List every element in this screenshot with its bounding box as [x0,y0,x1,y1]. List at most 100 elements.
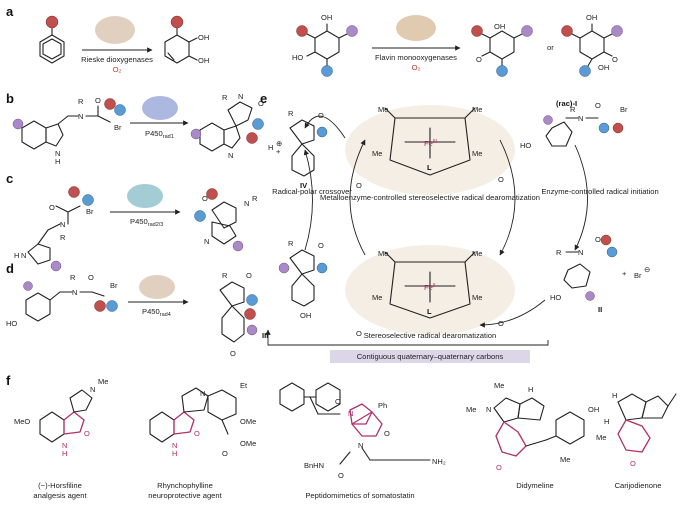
svg-text:HO: HO [292,53,303,62]
enzyme-c-label: P450rad2/3 [130,217,163,228]
radical-polar-label: Radical-polar crossover [272,187,352,196]
svg-text:Me: Me [466,405,476,414]
cycle-arrow-left [349,139,366,256]
svg-text:N: N [204,237,209,246]
panel-letter-e: e [260,91,267,106]
svg-text:II: II [598,305,602,314]
svg-text:Me: Me [472,249,482,258]
svg-text:N: N [78,112,83,121]
svg-text:Br: Br [110,281,118,290]
svg-text:R: R [288,109,294,118]
svg-text:R: R [252,194,258,203]
panel-c: c H N N R O Br P450rad2/3 N R O [6,171,258,272]
peptidomimetic-structure: O N Ph O N NH₂ BnHN O [279,382,446,480]
svg-text:HO: HO [550,293,561,302]
svg-text:O: O [612,55,618,64]
svg-text:OH: OH [494,22,505,31]
svg-text:H: H [268,143,273,152]
svg-text:O: O [318,111,324,120]
rieske-enzyme-image [95,16,135,44]
svg-text:+: + [276,147,281,156]
svg-text:Me: Me [472,293,482,302]
svg-text:HO: HO [6,319,17,328]
o2-label-1: O₂ [113,65,122,74]
compound-2-activity: neuroprotective agent [148,491,222,500]
svg-text:O: O [95,96,101,105]
svg-text:O: O [595,101,601,110]
radical-ii: R N O HO II + Br ⊖ [550,234,650,314]
rhynchophylline-structure: N Et OMe OMe O O N H [149,381,256,458]
svg-text:R: R [556,248,562,257]
spiro-dienone-product: R O O [219,271,258,358]
enzyme-d-label: P450rad4 [142,307,171,318]
svg-text:O: O [338,471,344,480]
svg-text:Br: Br [114,123,122,132]
svg-text:R: R [570,105,576,114]
panel-d: d HO N R O Br P450rad4 R O O [6,261,258,358]
svg-text:Me: Me [372,149,382,158]
fe2-label: FeII [424,283,436,292]
panel-letter-c: c [6,171,13,186]
svg-text:OMe: OMe [240,417,256,426]
svg-text:O: O [356,329,362,338]
svg-text:N: N [348,409,353,418]
panel-letter-f: f [6,373,11,388]
svg-text:O: O [356,181,362,190]
svg-text:O: O [84,429,90,438]
svg-text:R: R [222,93,228,102]
resorcinol-substrate: OH HO [292,13,358,77]
panel-letter-b: b [6,91,14,106]
svg-text:R: R [78,97,84,106]
svg-text:O: O [335,397,341,406]
svg-text:O: O [498,175,504,184]
svg-text:H: H [604,417,609,426]
svg-text:N: N [172,441,177,450]
svg-text:Me: Me [378,105,388,114]
substrate-rac-i: (rac)-I N R O Br HO [520,99,628,150]
p450-rad4-image [139,275,175,299]
panel-letter-a: a [6,4,14,19]
compound-5-name: Carijodienone [615,481,662,490]
pyrrole-substrate: H N N R O Br [14,186,94,272]
cycle-arrow-right [499,139,516,256]
svg-text:H: H [612,391,617,400]
svg-text:NH₂: NH₂ [432,457,446,466]
svg-text:O: O [49,203,55,212]
panel-e: e Me Me Me Me FeIII L O O Me [260,91,659,363]
svg-text:H: H [14,251,19,260]
svg-text:N: N [486,405,491,414]
svg-text:O: O [222,449,228,458]
oh-2: OH [198,56,209,65]
svg-text:⊖: ⊖ [644,265,650,274]
svg-text:O: O [230,349,236,358]
svg-text:N: N [238,92,243,101]
svg-text:O: O [202,194,208,203]
svg-text:(rac)-I: (rac)-I [556,99,577,108]
svg-text:N: N [358,441,363,450]
svg-text:⊕: ⊕ [276,139,282,148]
panel-f: f MeO N Me O N H (−)-Horsfiline analgesi… [6,373,677,500]
svg-text:L: L [427,163,432,172]
cis-diol-product: OH OH [164,15,209,65]
contiguous-label: Contiguous quaternary–quaternary carbons [357,352,504,361]
svg-text:OH: OH [588,405,599,414]
svg-text:Me: Me [378,249,388,258]
spiro-pyrrolenine-product: N R O N [194,188,258,252]
svg-text:N: N [228,151,233,160]
svg-text:O: O [498,319,504,328]
enzyme-b-label: P450rad1 [145,129,174,140]
contiguous-bar [330,350,530,363]
didymeline-structure: Me N Me H O OH Me [466,381,599,472]
svg-text:OH: OH [321,13,332,22]
svg-text:Br: Br [620,105,628,114]
svg-text:R: R [288,239,294,248]
arrow-iii-to-iv [303,149,313,251]
svg-text:OMe: OMe [240,439,256,448]
fe3-label: FeIII [424,139,437,148]
dearomatized-product-2: OH O OH [561,13,623,77]
benzene-substrate [39,15,65,64]
flavin-enzyme-image [396,15,436,41]
svg-text:Me: Me [494,381,504,390]
svg-text:Me: Me [98,377,108,386]
